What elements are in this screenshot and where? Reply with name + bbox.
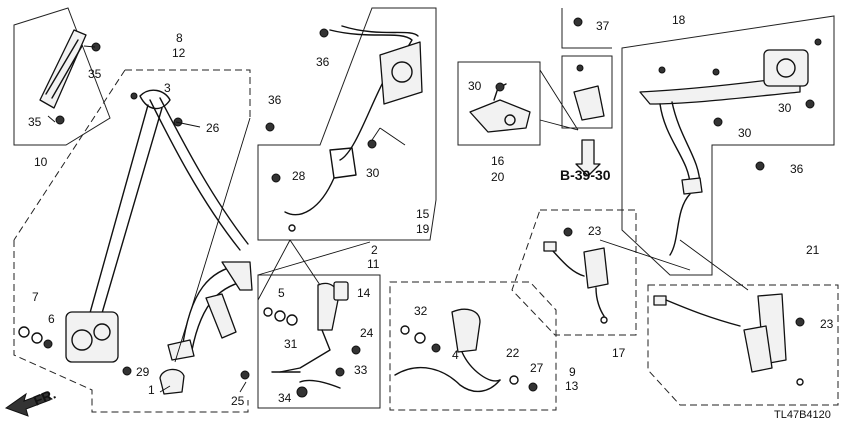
callout-2: 2 (371, 243, 378, 257)
callout-29: 29 (136, 365, 150, 379)
box-harness-17 (511, 209, 637, 336)
box-buckle-2-11 (257, 274, 381, 409)
callout-labels: 8 12 3 26 36 35 35 10 7 6 29 1 25 36 28 … (28, 13, 834, 421)
callout-22: 22 (506, 346, 520, 360)
callout-19: 19 (416, 222, 430, 236)
callout-11: 11 (367, 257, 380, 271)
front-outer-belt-assembly (13, 69, 275, 413)
box-adjuster-10 (13, 7, 111, 146)
callout-24: 24 (360, 326, 374, 340)
callout-23a: 23 (588, 224, 602, 238)
callout-30a: 30 (366, 166, 380, 180)
callout-15: 15 (416, 207, 430, 221)
callout-30c: 30 (738, 126, 752, 140)
box-rear-buckle-9-13 (389, 281, 557, 411)
callout-20: 20 (491, 170, 505, 184)
callout-36c: 36 (790, 162, 804, 176)
callout-17: 17 (612, 346, 626, 360)
callout-16: 16 (491, 154, 505, 168)
callout-34: 34 (278, 391, 292, 405)
callout-12: 12 (172, 46, 186, 60)
callout-35a: 35 (88, 67, 102, 81)
reference-box (561, 55, 613, 177)
callout-32: 32 (414, 304, 428, 318)
callout-18: 18 (672, 13, 686, 27)
box-rear-buckle-21 (647, 284, 839, 406)
callout-5: 5 (278, 286, 285, 300)
callout-25: 25 (231, 394, 245, 408)
callout-4: 4 (452, 348, 459, 362)
box-37 (561, 8, 612, 49)
callout-30b: 30 (468, 79, 482, 93)
callout-13: 13 (565, 379, 579, 393)
direction-label: FR. (31, 385, 58, 408)
callout-35b: 35 (28, 115, 42, 129)
callout-30d: 30 (778, 101, 792, 115)
callout-31: 31 (284, 337, 298, 351)
box-rear-belt-15-19 (257, 7, 437, 241)
callout-33: 33 (354, 363, 368, 377)
callout-9: 9 (569, 365, 576, 379)
reference-label: B-39-30 (560, 167, 611, 183)
callout-3: 3 (164, 81, 171, 95)
callout-7: 7 (32, 290, 39, 304)
diagram-code: TL47B4120 (774, 409, 831, 421)
callout-21: 21 (806, 243, 820, 257)
callout-23b: 23 (820, 317, 834, 331)
box-rear-outer-18 (621, 15, 835, 276)
callout-8: 8 (176, 31, 183, 45)
callout-36b: 36 (316, 55, 330, 69)
callout-26: 26 (206, 121, 220, 135)
callout-28: 28 (292, 169, 306, 183)
callout-6: 6 (48, 312, 55, 326)
callout-36a: 36 (268, 93, 282, 107)
callout-37: 37 (596, 19, 610, 33)
front-direction-arrow-icon (4, 391, 51, 417)
callout-1: 1 (148, 383, 155, 397)
box-bracket-16-20 (457, 61, 579, 146)
callout-10: 10 (34, 155, 48, 169)
callout-14: 14 (357, 286, 371, 300)
callout-27: 27 (530, 361, 544, 375)
